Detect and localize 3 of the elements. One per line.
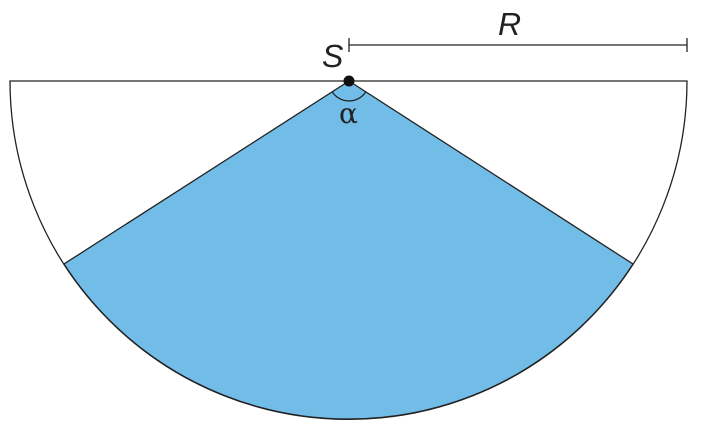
point-label: S (322, 40, 344, 72)
angle-label: α (339, 100, 358, 128)
dimension-label: R (498, 8, 522, 40)
